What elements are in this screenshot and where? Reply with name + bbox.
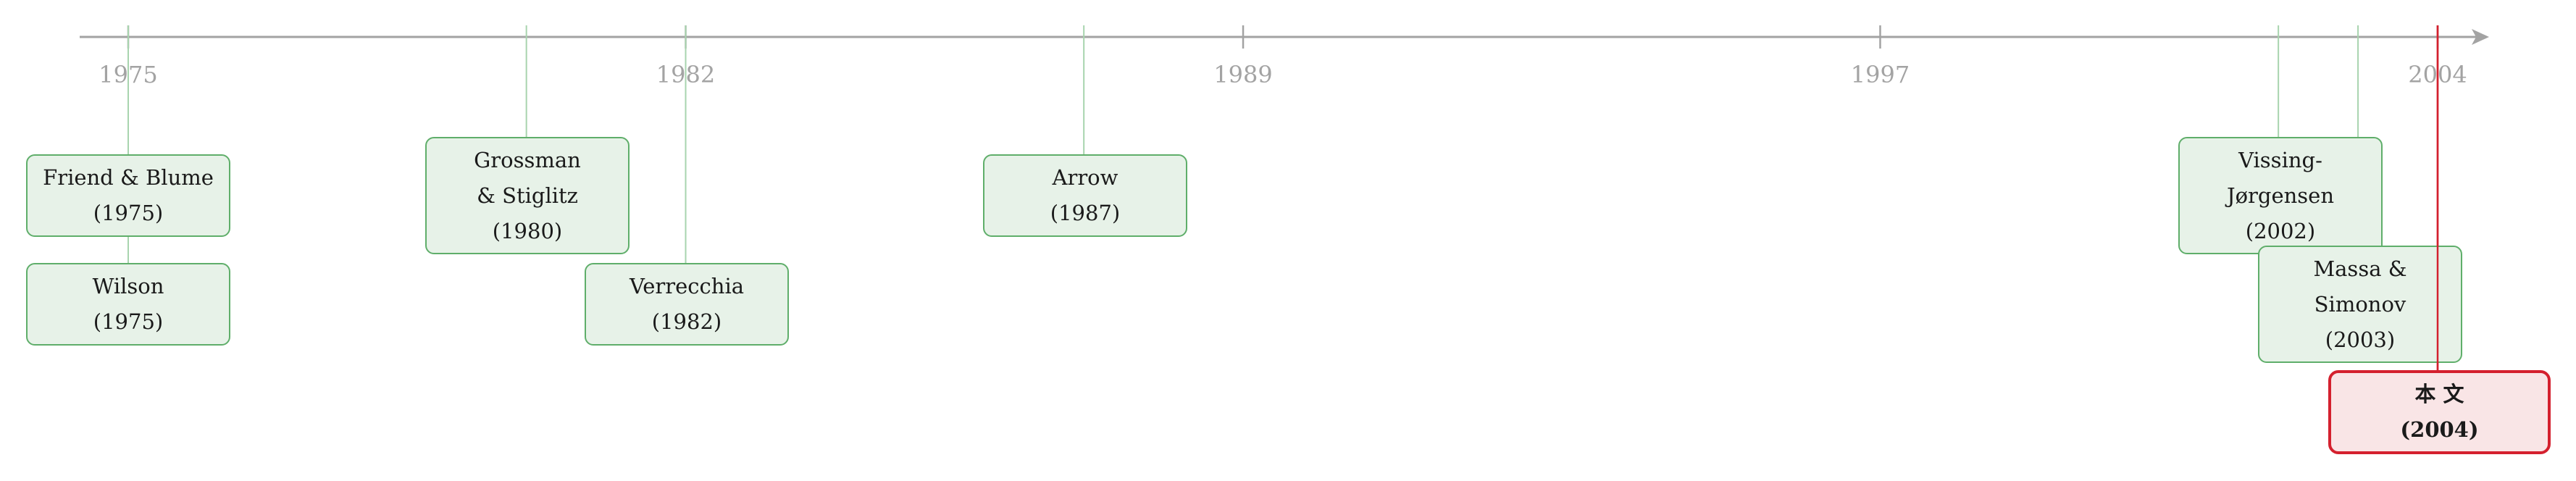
event-box-wilson: Wilson (1975): [26, 263, 230, 346]
year-label-1989: 1989: [1213, 61, 1273, 88]
timeline-axis-arrowhead: [2472, 29, 2489, 45]
year-label-2004: 2004: [2408, 61, 2467, 88]
year-label-1997: 1997: [1850, 61, 1910, 88]
event-label-wilson: Wilson (1975): [92, 274, 164, 334]
event-box-friend-blume: Friend & Blume (1975): [26, 154, 230, 237]
event-box-verrecchia: Verrecchia (1982): [585, 263, 789, 346]
year-label-1975: 1975: [99, 61, 158, 88]
event-box-grossman-stiglitz: Grossman & Stiglitz (1980): [425, 137, 630, 254]
event-label-friend-blume: Friend & Blume (1975): [43, 165, 214, 225]
event-label-this-paper: 本 文 (2004): [2400, 382, 2479, 442]
event-label-vissing-jorgensen: Vissing- Jørgensen (2002): [2226, 147, 2335, 243]
event-box-vissing-jorgensen: Vissing- Jørgensen (2002): [2178, 137, 2383, 254]
event-box-arrow: Arrow (1987): [983, 154, 1187, 237]
event-label-massa-simonov: Massa & Simonov (2003): [2313, 256, 2407, 352]
year-label-1982: 1982: [656, 61, 716, 88]
event-label-verrecchia: Verrecchia (1982): [629, 274, 745, 334]
event-box-massa-simonov: Massa & Simonov (2003): [2258, 246, 2462, 363]
event-box-this-paper: 本 文 (2004): [2328, 370, 2551, 454]
event-label-grossman-stiglitz: Grossman & Stiglitz (1980): [474, 147, 581, 243]
event-label-arrow: Arrow (1987): [1050, 165, 1121, 225]
